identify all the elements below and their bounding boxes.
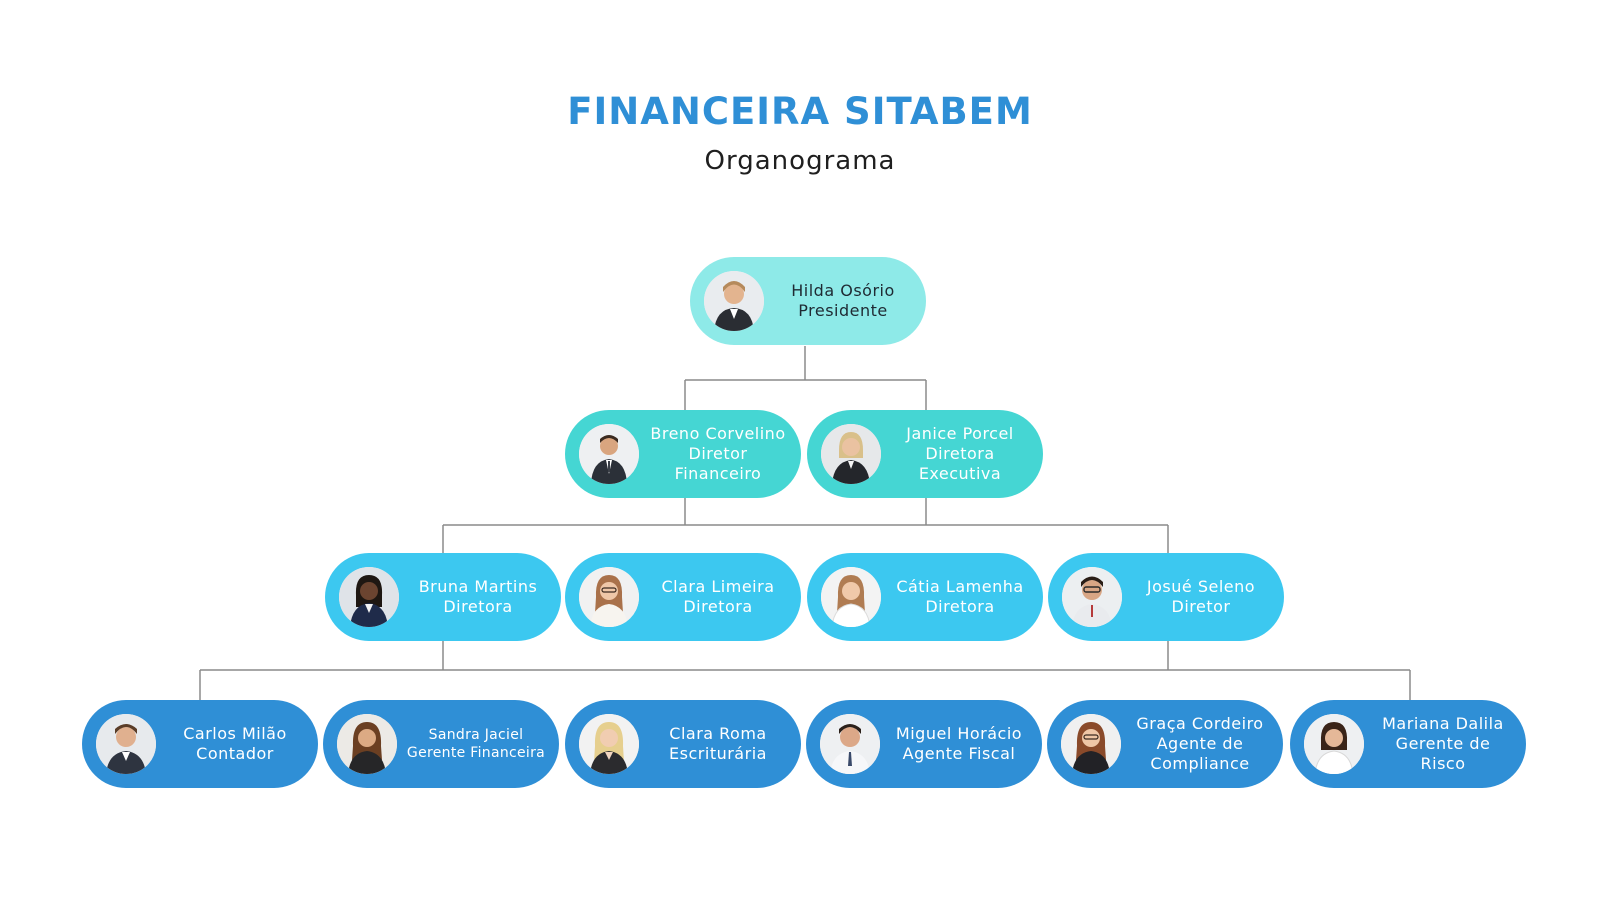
person-photo-icon bbox=[96, 714, 156, 774]
person-role-continued: Financeiro bbox=[674, 464, 762, 483]
org-node-director-executive: Janice Porcel Diretora Executiva bbox=[807, 410, 1043, 498]
person-photo-icon bbox=[1062, 567, 1122, 627]
node-text: Clara Roma Escriturária bbox=[647, 700, 789, 788]
person-name: Carlos Milão bbox=[183, 724, 287, 743]
person-name: Josué Seleno bbox=[1146, 577, 1256, 596]
person-name: Cátia Lamenha bbox=[896, 577, 1024, 596]
org-node-staff: Sandra Jaciel Gerente Financeira bbox=[323, 700, 559, 788]
person-role: Diretor bbox=[688, 444, 748, 463]
org-node-staff: Carlos Milão Contador bbox=[82, 700, 318, 788]
node-text: Clara Limeira Diretora bbox=[647, 553, 789, 641]
person-name: Miguel Horácio bbox=[895, 724, 1023, 743]
person-role: Diretora bbox=[925, 444, 995, 463]
person-name: Mariana Dalila bbox=[1382, 714, 1504, 733]
person-photo-icon bbox=[704, 271, 764, 331]
org-node-manager: Bruna Martins Diretora bbox=[325, 553, 561, 641]
node-text: Mariana Dalila Gerente de Risco bbox=[1372, 700, 1514, 788]
page-subtitle: Organograma bbox=[704, 146, 896, 176]
person-photo-icon bbox=[1061, 714, 1121, 774]
person-name: Sandra Jaciel bbox=[428, 727, 524, 743]
person-photo-icon bbox=[579, 714, 639, 774]
person-role: Agente de bbox=[1156, 734, 1244, 753]
person-name: Clara Limeira bbox=[661, 577, 775, 596]
person-name: Breno Corvelino bbox=[650, 424, 786, 443]
person-photo-icon bbox=[337, 714, 397, 774]
person-name: Graça Cordeiro bbox=[1136, 714, 1264, 733]
node-text: Bruna Martins Diretora bbox=[407, 553, 549, 641]
person-role: Diretora bbox=[683, 597, 753, 616]
org-node-staff: Mariana Dalila Gerente de Risco bbox=[1290, 700, 1526, 788]
person-role: Diretora bbox=[443, 597, 513, 616]
person-name: Bruna Martins bbox=[418, 577, 538, 596]
page-title: FINANCEIRA SITABEM bbox=[567, 90, 1033, 133]
node-text: Sandra Jaciel Gerente Financeira bbox=[405, 700, 547, 788]
node-text: Graça Cordeiro Agente de Compliance bbox=[1129, 700, 1271, 788]
person-name: Clara Roma bbox=[669, 724, 767, 743]
org-node-director-financial: Breno Corvelino Diretor Financeiro bbox=[565, 410, 801, 498]
person-photo-icon bbox=[579, 567, 639, 627]
node-text: Cátia Lamenha Diretora bbox=[889, 553, 1031, 641]
person-photo-icon bbox=[820, 714, 880, 774]
node-text: Josué Seleno Diretor bbox=[1130, 553, 1272, 641]
person-photo-icon bbox=[821, 567, 881, 627]
person-role: Diretora bbox=[925, 597, 995, 616]
org-node-staff: Miguel Horácio Agente Fiscal bbox=[806, 700, 1042, 788]
node-text: Hilda Osório Presidente bbox=[772, 257, 914, 345]
node-text: Janice Porcel Diretora Executiva bbox=[889, 410, 1031, 498]
person-role: Presidente bbox=[798, 301, 888, 320]
person-photo-icon bbox=[1304, 714, 1364, 774]
org-node-president: Hilda Osório Presidente bbox=[690, 257, 926, 345]
org-node-staff: Graça Cordeiro Agente de Compliance bbox=[1047, 700, 1283, 788]
node-text: Miguel Horácio Agente Fiscal bbox=[888, 700, 1030, 788]
person-photo-icon bbox=[339, 567, 399, 627]
person-photo-icon bbox=[821, 424, 881, 484]
person-role: Agente Fiscal bbox=[902, 744, 1016, 763]
person-name: Janice Porcel bbox=[906, 424, 1014, 443]
person-role: Escriturária bbox=[669, 744, 767, 763]
person-name: Hilda Osório bbox=[791, 281, 895, 300]
person-role: Gerente Financeira bbox=[406, 745, 546, 761]
node-text: Breno Corvelino Diretor Financeiro bbox=[647, 410, 789, 498]
person-role: Contador bbox=[196, 744, 274, 763]
org-node-manager: Cátia Lamenha Diretora bbox=[807, 553, 1043, 641]
org-node-manager: Josué Seleno Diretor bbox=[1048, 553, 1284, 641]
person-role-continued: Executiva bbox=[918, 464, 1002, 483]
person-role-continued: Compliance bbox=[1150, 754, 1250, 773]
node-text: Carlos Milão Contador bbox=[164, 700, 306, 788]
person-role: Gerente de Risco bbox=[1395, 734, 1491, 773]
person-photo-icon bbox=[579, 424, 639, 484]
person-role: Diretor bbox=[1171, 597, 1231, 616]
org-node-staff: Clara Roma Escriturária bbox=[565, 700, 801, 788]
org-node-manager: Clara Limeira Diretora bbox=[565, 553, 801, 641]
